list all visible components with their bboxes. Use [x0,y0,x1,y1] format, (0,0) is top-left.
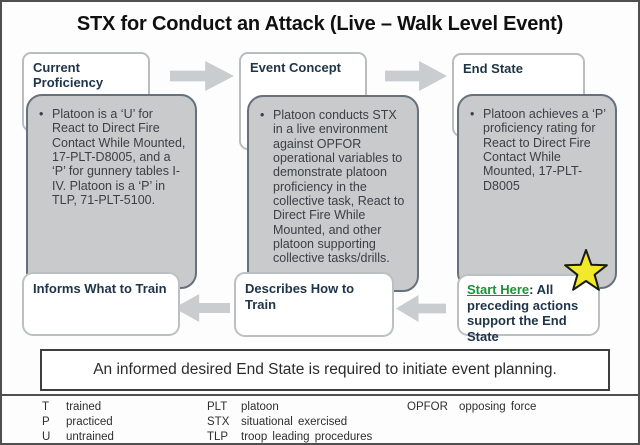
legend-row: PLT platoon [207,400,372,415]
legend-abbr: PLT [207,401,228,413]
event-concept-body-box: • Platoon conducts STX in a live environ… [247,95,419,292]
event-concept-body-text: Platoon conducts STX in a live environme… [273,108,405,266]
end-state-header-label: End State [463,61,523,76]
current-proficiency-header-label: Current Proficiency [33,60,104,90]
start-here-label: Start Here [467,282,530,297]
legend-def: trained [66,401,102,413]
legend-abbr: P [42,416,50,428]
informs-what-to-train-box: Informs What to Train [22,272,180,336]
legend-def: troop leading procedures [241,431,373,443]
arrow-right-icon [385,61,447,91]
legend-abbr: T [42,401,50,413]
start-here-separator: : [529,282,537,297]
start-here-text: All preceding actions support the End St… [467,282,579,344]
legend-row: TLP troop leading procedures [207,430,373,443]
legend-def: practiced [66,416,113,428]
informs-what-to-train-label: Informs What to Train [33,281,167,296]
legend-def: platoon [241,401,279,413]
legend-column-terms: PLT platoon STX situational exercised TLP t… [207,400,373,443]
legend-abbr: OPFOR [407,401,448,413]
bullet-glyph: • [470,107,475,121]
arrow-left-icon [396,295,446,322]
legend-abbr: U [42,431,51,443]
legend-row: STX situational exercised [207,415,372,430]
end-state-body-text: Platoon achieves a ‘P’ proficiency ratin… [483,107,606,193]
bullet-glyph: • [39,107,44,121]
event-concept-header-label: Event Concept [250,60,342,75]
arrow-right-icon [170,61,234,91]
describes-how-to-train-label: Describes How to Train [245,281,355,312]
current-proficiency-body-text: Platoon is a ‘U’ for React to Direct Fir… [52,107,186,207]
legend-column-opfor: OPFOR opposing force [407,400,536,415]
banner-text: An informed desired End State is require… [93,361,557,378]
bullet-glyph: • [260,108,265,122]
legend-abbr: STX [207,416,230,428]
slide-title: STX for Conduct an Attack (Live – Walk L… [76,13,564,35]
legend-def: opposing force [459,401,537,413]
end-state-body-box: • Platoon achieves a ‘P’ proficiency rat… [457,94,617,289]
star-icon [564,249,608,291]
legend-def: untrained [66,431,114,443]
banner-box: An informed desired End State is require… [40,349,610,391]
describes-how-to-train-box: Describes How to Train [234,272,394,337]
legend-def: situational exercised [241,416,348,428]
legend-row: OPFOR opposing force [407,400,536,415]
legend-separator [2,394,638,396]
current-proficiency-body-box: • Platoon is a ‘U’ for React to Direct F… [26,94,197,289]
legend-abbr: TLP [207,431,229,443]
arrow-left-icon [174,294,230,322]
